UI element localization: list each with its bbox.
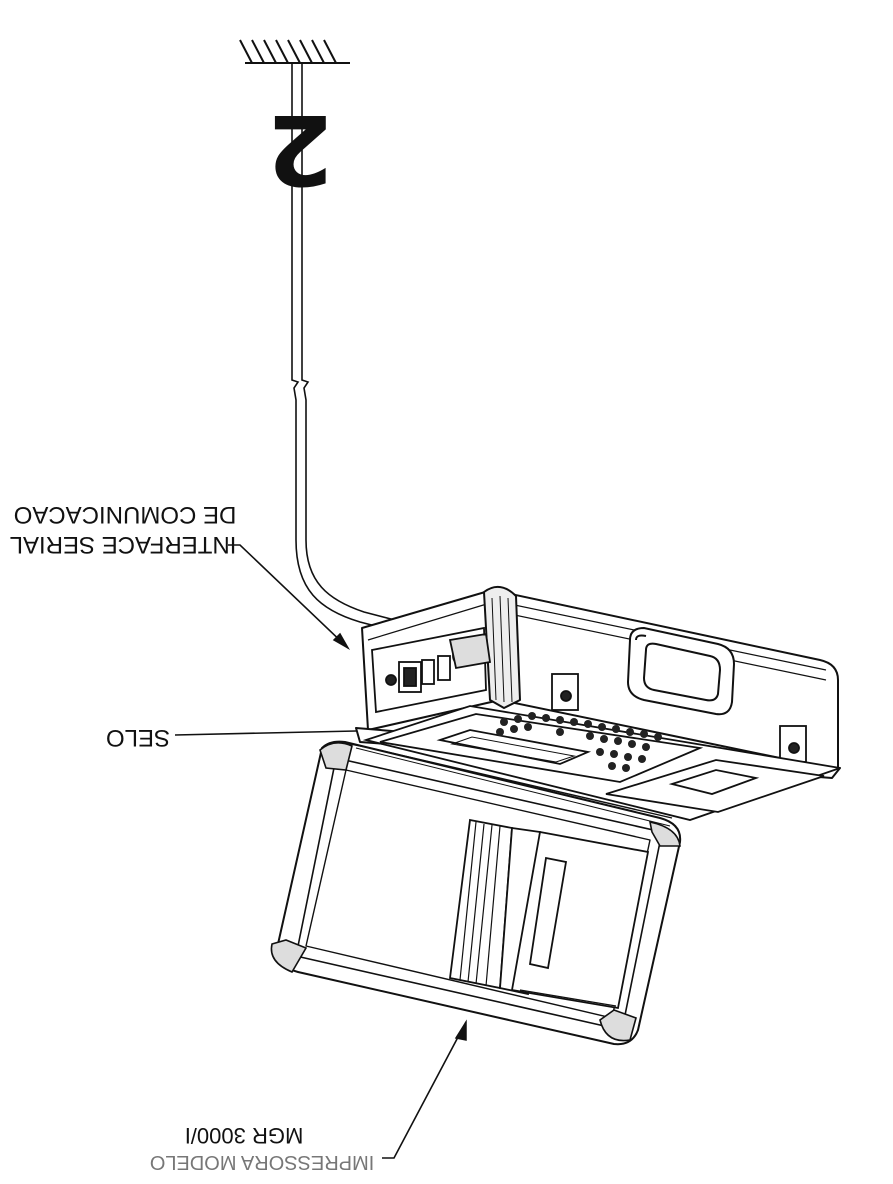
model-label-line1: MGR 3000/I	[185, 1123, 304, 1148]
selo-leader-line	[174, 730, 357, 736]
interface-callout: INTERFACE SERIAL DE COMUNICACAO	[10, 501, 351, 651]
keyboard-deck	[362, 705, 841, 821]
printer-mechanism	[449, 818, 650, 1010]
ceiling-mount	[239, 39, 350, 64]
model-callout: MGR 3000/I IMPRESSORA MODELO	[150, 1019, 467, 1173]
serial-cable	[291, 63, 473, 651]
interface-label-line2: DE COMUNICACAO	[14, 501, 237, 528]
lid-corners	[270, 742, 681, 1042]
interface-leader-line	[228, 544, 349, 649]
model-leader-line	[382, 1021, 467, 1159]
selo-label: SELO	[106, 724, 170, 751]
figure-number: 2	[267, 93, 334, 205]
interface-label-line1: INTERFACE SERIAL	[10, 531, 237, 558]
selo-callout: SELO	[106, 724, 357, 751]
model-arrow-icon	[454, 1019, 467, 1041]
latch-brackets	[551, 673, 807, 763]
interface-arrow-icon	[332, 632, 351, 651]
model-label-line2: IMPRESSORA MODELO	[150, 1151, 375, 1173]
connector-panel	[371, 626, 492, 714]
handle	[626, 626, 736, 716]
